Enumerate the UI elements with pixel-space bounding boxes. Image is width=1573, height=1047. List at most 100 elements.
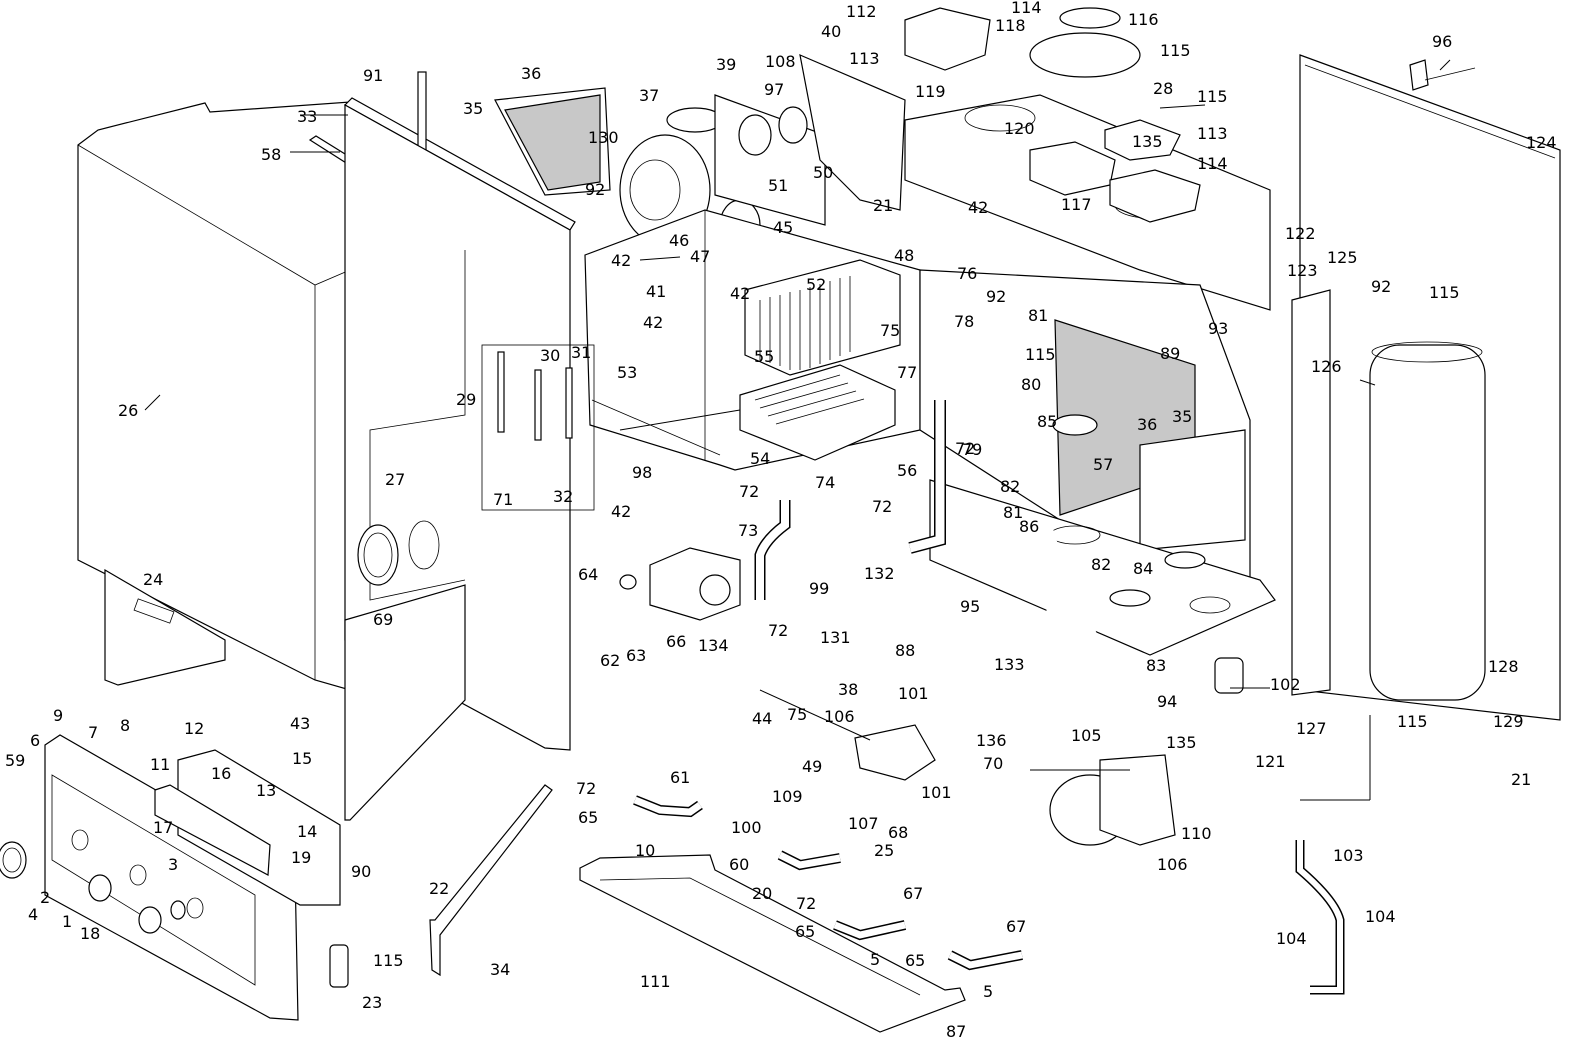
callout-label: 110 xyxy=(1181,824,1212,843)
callout-label: 18 xyxy=(80,924,100,943)
callout-label: 4 xyxy=(28,905,38,924)
clip xyxy=(329,944,349,988)
callout-label: 7 xyxy=(88,723,98,742)
callout-label: 69 xyxy=(373,610,393,629)
callout-label: 50 xyxy=(813,163,833,182)
callout-label: 42 xyxy=(730,284,750,303)
callout-label: 72 xyxy=(872,497,892,516)
callout-label: 127 xyxy=(1296,719,1327,738)
callout-label: 77 xyxy=(897,363,917,382)
callout-label: 123 xyxy=(1287,261,1318,280)
callout-label: 97 xyxy=(764,80,784,99)
callout-label: 44 xyxy=(752,709,772,728)
callout-label: 15 xyxy=(292,749,312,768)
callout-label: 87 xyxy=(946,1022,966,1041)
callout-label: 24 xyxy=(143,570,163,589)
callout-label: 47 xyxy=(690,247,710,266)
base-frame xyxy=(579,854,966,1033)
callout-label: 125 xyxy=(1327,248,1358,267)
callout-label: 101 xyxy=(921,783,952,802)
callout-label: 115 xyxy=(373,951,404,970)
callout-label: 11 xyxy=(150,755,170,774)
callout-label: 63 xyxy=(626,646,646,665)
callout-label: 39 xyxy=(716,55,736,74)
callout-label: 43 xyxy=(290,714,310,733)
callout-label: 26 xyxy=(118,401,138,420)
callout-label: 92 xyxy=(986,287,1006,306)
control-box xyxy=(154,749,341,906)
callout-label: 57 xyxy=(1093,455,1113,474)
callout-label: 115 xyxy=(1025,345,1056,364)
callout-label: 52 xyxy=(806,275,826,294)
callout-label: 23 xyxy=(362,993,382,1012)
callout-label: 115 xyxy=(1197,87,1228,106)
callout-label: 86 xyxy=(1019,517,1039,536)
callout-label: 126 xyxy=(1311,357,1342,376)
callout-label: 117 xyxy=(1061,195,1092,214)
bracket-97 xyxy=(1409,59,1476,91)
leader-lines xyxy=(144,59,1451,801)
callout-label: 80 xyxy=(1021,375,1041,394)
callout-label: 16 xyxy=(211,764,231,783)
callout-label: 72 xyxy=(576,779,596,798)
callout-label: 104 xyxy=(1365,907,1396,926)
callout-label: 98 xyxy=(632,463,652,482)
callout-label: 71 xyxy=(493,490,513,509)
callout-label: 121 xyxy=(1255,752,1286,771)
callout-label: 130 xyxy=(588,128,619,147)
circulating-pump xyxy=(1049,754,1176,846)
callout-label: 84 xyxy=(1133,559,1153,578)
callout-label: 105 xyxy=(1071,726,1102,745)
callout-label: 48 xyxy=(894,246,914,265)
callout-label: 28 xyxy=(1153,79,1173,98)
callout-label: 120 xyxy=(1004,119,1035,138)
callout-label: 67 xyxy=(1006,917,1026,936)
insulation-panel-top xyxy=(494,87,611,196)
callout-label: 96 xyxy=(1432,32,1452,51)
callout-label: 122 xyxy=(1285,224,1316,243)
callout-label: 83 xyxy=(1146,656,1166,675)
callout-label: 70 xyxy=(983,754,1003,773)
callout-label: 45 xyxy=(773,218,793,237)
callout-label: 92 xyxy=(585,180,605,199)
hydraulic-group xyxy=(633,724,1023,971)
callout-label: 115 xyxy=(1429,283,1460,302)
callout-label: 17 xyxy=(153,818,173,837)
top-casing xyxy=(904,7,1271,311)
callout-label: 1 xyxy=(62,912,72,931)
callout-label: 36 xyxy=(521,64,541,83)
control-panel-front xyxy=(0,734,299,1021)
callout-label: 78 xyxy=(954,312,974,331)
callout-label: 114 xyxy=(1197,154,1228,173)
callout-label: 42 xyxy=(643,313,663,332)
callout-label: 111 xyxy=(640,972,671,991)
callout-label: 32 xyxy=(553,487,573,506)
callout-label: 19 xyxy=(291,848,311,867)
callout-label: 129 xyxy=(1493,712,1524,731)
callout-label: 99 xyxy=(809,579,829,598)
callout-label: 135 xyxy=(1132,132,1163,151)
callout-label: 101 xyxy=(898,684,929,703)
callout-label: 35 xyxy=(1172,407,1192,426)
callout-label: 37 xyxy=(639,86,659,105)
callout-label: 113 xyxy=(1197,124,1228,143)
callout-label: 73 xyxy=(738,521,758,540)
air-vent xyxy=(1214,657,1244,694)
callout-label: 12 xyxy=(184,719,204,738)
callout-label: 61 xyxy=(670,768,690,787)
callout-label: 13 xyxy=(256,781,276,800)
callout-label: 10 xyxy=(635,841,655,860)
callout-label: 88 xyxy=(895,641,915,660)
callout-label: 9 xyxy=(53,706,63,725)
callout-label: 14 xyxy=(297,822,317,841)
callout-label: 27 xyxy=(385,470,405,489)
callout-label: 95 xyxy=(960,597,980,616)
callout-label: 112 xyxy=(846,2,877,21)
callout-label: 51 xyxy=(768,176,788,195)
callout-label: 115 xyxy=(1160,41,1191,60)
callout-label: 133 xyxy=(994,655,1025,674)
callout-label: 119 xyxy=(915,82,946,101)
callout-label: 29 xyxy=(456,390,476,409)
